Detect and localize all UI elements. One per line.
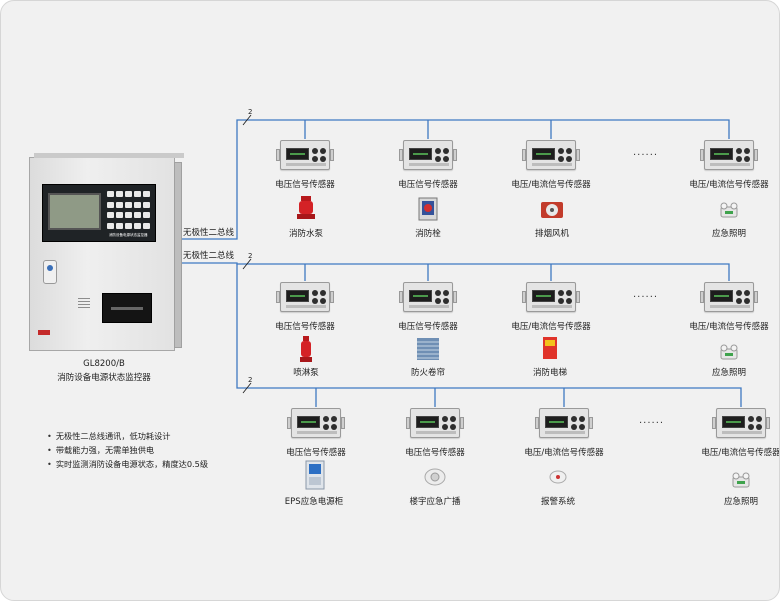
ellipsis: ...... — [633, 289, 659, 300]
device-label: 消防水泵 — [288, 229, 324, 239]
sensor-module — [399, 140, 457, 170]
sensor-label: 电压/电流信号传感器 — [689, 322, 769, 332]
feature-item: 实时监测消防设备电源状态，精度达0.5级 — [47, 457, 208, 471]
sensor-module — [276, 140, 334, 170]
sensor-module — [522, 282, 580, 312]
eps-cabinet-icon — [305, 460, 325, 490]
device-label: 应急照明 — [723, 497, 759, 507]
sensor-label: 电压信号传感器 — [398, 322, 458, 332]
sensor-label: 电压/电流信号传感器 — [511, 322, 591, 332]
sensor-module — [700, 282, 758, 312]
feature-item: 无极性二总线通讯，低功耗设计 — [47, 429, 208, 443]
device-label: 喷淋泵 — [293, 368, 319, 378]
sensor-label: 电压信号传感器 — [405, 448, 465, 458]
device-label: 排烟风机 — [534, 229, 570, 239]
device-label: 报警系统 — [540, 497, 576, 507]
device-label: 防火卷帘 — [410, 368, 446, 378]
speaker-grille — [78, 298, 90, 308]
exhaust-fan-icon — [541, 202, 563, 218]
sensor-module — [399, 282, 457, 312]
alarm-detector-icon — [549, 470, 567, 484]
controller-model: GL8200/B — [83, 359, 125, 369]
sensor-label: 电压/电流信号传感器 — [524, 448, 604, 458]
sensor-module — [287, 408, 345, 438]
fire-shutter-icon — [417, 338, 439, 360]
emergency-light-icon — [732, 472, 750, 488]
sensor-label: 电压/电流信号传感器 — [689, 180, 769, 190]
emergency-light-icon — [720, 202, 738, 218]
printer-slot — [102, 293, 152, 323]
sensor-label: 电压/电流信号传感器 — [701, 448, 780, 458]
sensor-module — [276, 282, 334, 312]
device-label: 消防栓 — [415, 229, 441, 239]
sensor-label: 电压信号传感器 — [275, 322, 335, 332]
sensor-label: 电压信号传感器 — [286, 448, 346, 458]
sensor-label: 电压信号传感器 — [275, 180, 335, 190]
bus-label: 无极性二总线 — [183, 228, 235, 238]
keypad — [107, 191, 153, 231]
sensor-module — [535, 408, 593, 438]
wire-count-label: 2 — [248, 252, 253, 260]
sensor-label: 电压/电流信号传感器 — [511, 180, 591, 190]
feature-item: 带载能力强，无需单独供电 — [47, 443, 208, 457]
sensor-module — [406, 408, 464, 438]
wire-count-label: 2 — [248, 108, 253, 116]
logo-mark — [38, 330, 50, 335]
ellipsis: ...... — [639, 415, 665, 426]
feature-list: 无极性二总线通讯，低功耗设计 带载能力强，无需单独供电 实时监测消防设备电源状态… — [47, 429, 208, 471]
fire-elevator-icon — [543, 337, 557, 359]
controller-cabinet: 消防设备电源状态监控器 — [29, 153, 184, 351]
lock-icon — [43, 260, 57, 284]
fire-pump-icon — [297, 196, 315, 219]
wire-count-label: 2 — [248, 376, 253, 384]
device-label: 应急照明 — [711, 368, 747, 378]
sensor-module — [522, 140, 580, 170]
device-label: 应急照明 — [711, 229, 747, 239]
sensor-module — [700, 140, 758, 170]
sensor-module — [712, 408, 770, 438]
ellipsis: ...... — [633, 147, 659, 158]
fire-hydrant-box-icon — [418, 197, 438, 221]
device-label: 消防电梯 — [532, 368, 568, 378]
lcd-screen — [48, 193, 101, 230]
sprinkler-pump-icon — [300, 336, 312, 362]
control-panel: 消防设备电源状态监控器 — [42, 184, 156, 242]
speaker-icon — [424, 468, 446, 486]
controller-name: 消防设备电源状态监控器 — [57, 373, 151, 383]
device-label: EPS应急电源柜 — [284, 497, 344, 507]
panel-title: 消防设备电源状态监控器 — [109, 233, 148, 237]
device-label: 楼宇应急广播 — [409, 497, 461, 507]
sensor-label: 电压信号传感器 — [398, 180, 458, 190]
bus-label: 无极性二总线 — [183, 251, 235, 261]
emergency-light-icon — [720, 344, 738, 360]
